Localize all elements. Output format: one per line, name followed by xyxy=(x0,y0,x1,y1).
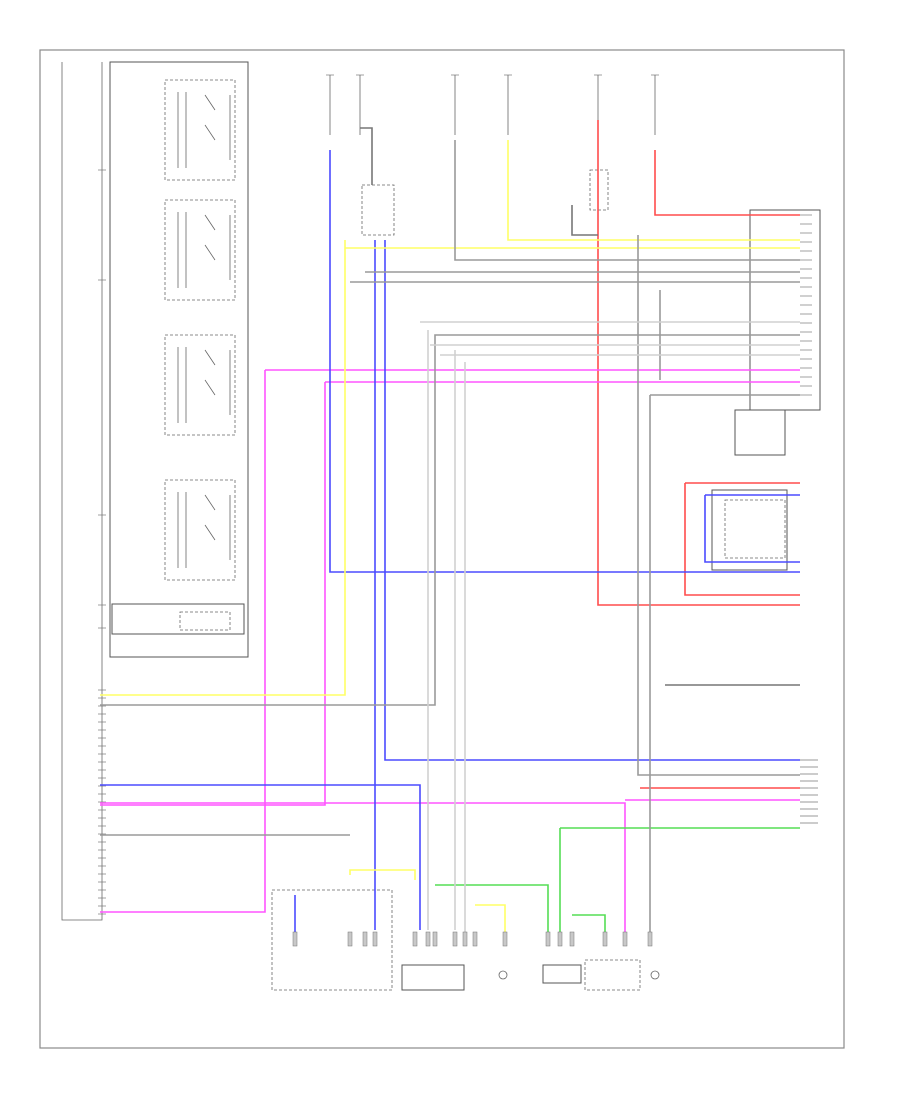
switch-panel-group xyxy=(109,61,249,658)
wire-gray-34 xyxy=(637,235,800,776)
switch-panel-3 xyxy=(164,334,236,436)
wire-blue-12 xyxy=(384,240,800,761)
connector-pin xyxy=(557,931,563,947)
wire-blue-14 xyxy=(100,784,421,930)
wire-blue-15 xyxy=(704,495,800,563)
bottom-switch xyxy=(111,603,245,635)
wire-pink-10 xyxy=(100,802,626,935)
connector-pin xyxy=(425,931,431,947)
connector-pin xyxy=(462,931,468,947)
pin-labels xyxy=(292,931,653,947)
connector-pin xyxy=(452,931,458,947)
left-ecu-connector xyxy=(61,62,106,921)
connector-pin xyxy=(292,931,298,947)
diagram-frame xyxy=(39,49,845,1049)
connector-pin xyxy=(545,931,551,947)
wire-pink-5 xyxy=(100,370,266,913)
top-fuse-area xyxy=(326,74,659,236)
wire-blue-11 xyxy=(329,150,800,573)
connector-pin xyxy=(372,931,378,947)
relay-box xyxy=(271,889,393,991)
switch-panel-1 xyxy=(164,79,236,181)
wire-dark_gray-43 xyxy=(360,127,373,185)
compressor-box xyxy=(401,964,465,991)
wire-green-25 xyxy=(435,884,549,935)
switch-panel-2 xyxy=(164,199,236,301)
connector-pin xyxy=(412,931,418,947)
wire-red-2 xyxy=(684,483,800,596)
wire-gray-27 xyxy=(100,334,800,706)
wire-dark_gray-42 xyxy=(571,205,598,236)
connector-pin xyxy=(472,931,478,947)
connector-pin xyxy=(502,931,508,947)
wire-red-0 xyxy=(597,120,800,606)
wire-yellow-18 xyxy=(100,240,346,696)
wire-pink-7 xyxy=(100,382,326,806)
sensor-box xyxy=(542,964,582,984)
connector-pin xyxy=(647,931,653,947)
connector-pin xyxy=(622,931,628,947)
wire-gray-28 xyxy=(454,140,800,261)
connector-pin xyxy=(347,931,353,947)
right-connector xyxy=(711,209,821,824)
switch-panel-4 xyxy=(164,479,236,581)
connector-pin xyxy=(602,931,608,947)
wire-green-26 xyxy=(572,914,606,935)
sensor-dash-box xyxy=(584,959,641,991)
wire-yellow-21 xyxy=(349,869,416,880)
connector-pin xyxy=(362,931,368,947)
wire-yellow-22 xyxy=(475,904,506,935)
wire-red-1 xyxy=(654,150,800,216)
connector-pin xyxy=(569,931,575,947)
connector-pin xyxy=(432,931,438,947)
wiring xyxy=(100,120,800,935)
bottom-components xyxy=(271,889,660,991)
wire-yellow-20 xyxy=(507,140,800,241)
